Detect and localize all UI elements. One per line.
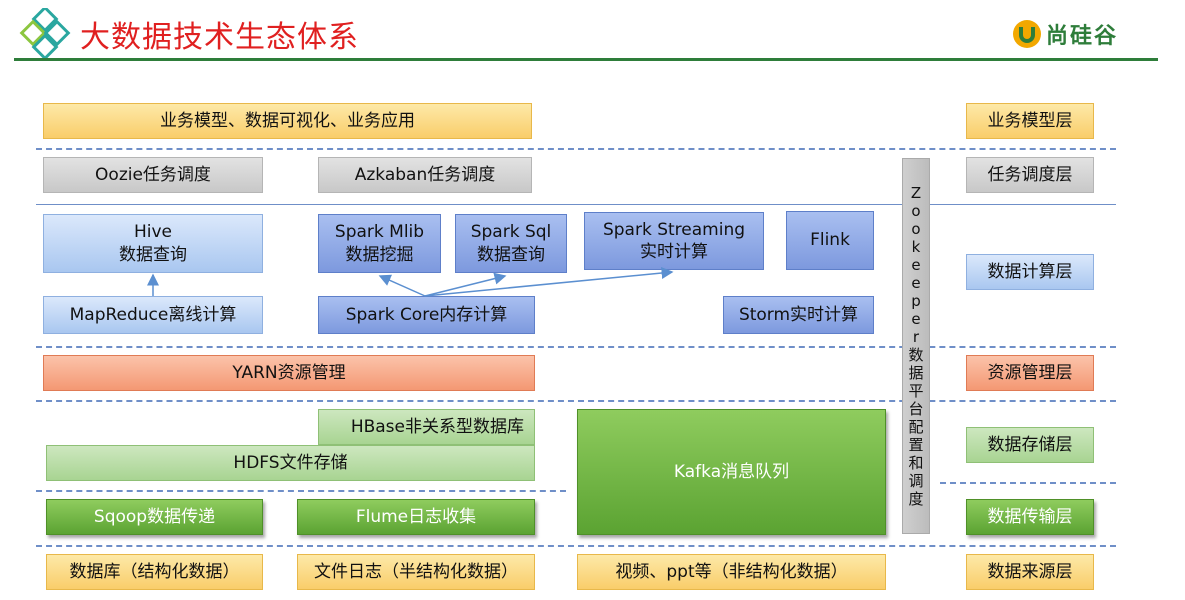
- layer-source: 数据来源层: [966, 554, 1094, 590]
- spark-mlib-name: Spark Mlib: [334, 222, 425, 243]
- kafka-box: Kafka消息队列: [577, 409, 886, 535]
- flume-box: Flume日志收集: [297, 499, 535, 535]
- hive-box: Hive 数据查询: [43, 214, 263, 273]
- spark-mlib-box: Spark Mlib 数据挖掘: [318, 214, 441, 273]
- hive-desc: 数据查询: [119, 244, 187, 265]
- azkaban-box: Azkaban任务调度: [318, 157, 532, 193]
- source-log-box: 文件日志（半结构化数据）: [297, 554, 535, 590]
- flink-box: Flink: [786, 211, 874, 270]
- zookeeper-char: 调: [908, 472, 924, 490]
- zookeeper-char: o: [911, 202, 921, 220]
- zookeeper-char: e: [911, 256, 921, 274]
- source-video-box: 视频、ppt等（非结构化数据）: [577, 554, 886, 590]
- brand-logo: 尚硅谷: [1012, 16, 1152, 52]
- layer-business: 业务模型层: [966, 103, 1094, 139]
- hive-name: Hive: [133, 222, 173, 243]
- spark-core-box: Spark Core内存计算: [318, 296, 535, 334]
- zookeeper-char: 和: [908, 454, 924, 472]
- logo-diamond-icon: [14, 5, 74, 61]
- zookeeper-char: 置: [908, 436, 924, 454]
- oozie-box: Oozie任务调度: [43, 157, 263, 193]
- arrow-core-sql: [424, 272, 507, 297]
- zookeeper-char: 度: [908, 490, 924, 508]
- divider-compute-resource: [36, 346, 1116, 348]
- arrow-core-streaming: [424, 267, 674, 297]
- spark-mlib-desc: 数据挖掘: [345, 244, 414, 265]
- zookeeper-char: 台: [908, 400, 924, 418]
- storm-box: Storm实时计算: [723, 296, 874, 334]
- zookeeper-char: 平: [908, 382, 924, 400]
- zookeeper-char: Z: [910, 184, 922, 202]
- arrow-core-mlib: [378, 274, 426, 297]
- hbase-box: HBase非关系型数据库: [318, 409, 535, 445]
- layer-transport: 数据传输层: [966, 499, 1094, 535]
- zookeeper-char: e: [911, 274, 921, 292]
- brand-name: 尚硅谷: [1046, 24, 1119, 49]
- header-divider: [14, 58, 1158, 61]
- spark-streaming-name: Spark Streaming: [602, 219, 746, 240]
- zookeeper-char: k: [911, 238, 921, 256]
- spark-sql-desc: 数据查询: [477, 244, 545, 265]
- zookeeper-char: 数: [908, 346, 924, 364]
- sqoop-box: Sqoop数据传递: [46, 499, 263, 535]
- yarn-box: YARN资源管理: [43, 355, 535, 391]
- divider-storage-transport-left: [36, 490, 566, 492]
- page-title: 大数据技术生态体系: [80, 20, 359, 55]
- divider-transport-source: [36, 545, 1116, 547]
- zookeeper-char: e: [911, 310, 921, 328]
- layer-schedule: 任务调度层: [966, 157, 1094, 193]
- zookeeper-bar: Z o o k e e p e r 数 据 平 台 配 置 和 调 度: [902, 158, 930, 534]
- zookeeper-char: 据: [908, 364, 924, 382]
- divider-resource-storage: [36, 400, 1116, 402]
- divider-business-schedule: [36, 148, 1116, 150]
- hdfs-box: HDFS文件存储: [46, 445, 535, 481]
- zookeeper-char: 配: [908, 418, 924, 436]
- layer-storage: 数据存储层: [966, 427, 1094, 463]
- spark-sql-box: Spark Sql 数据查询: [455, 214, 567, 273]
- layer-resource: 资源管理层: [966, 355, 1094, 391]
- divider-schedule-compute: [36, 204, 1116, 205]
- spark-sql-name: Spark Sql: [470, 222, 552, 243]
- business-application-box: 业务模型、数据可视化、业务应用: [43, 103, 532, 139]
- mapreduce-box: MapReduce离线计算: [43, 296, 263, 334]
- zookeeper-char: p: [911, 292, 921, 310]
- brand-u-icon: [1013, 20, 1041, 48]
- spark-streaming-box: Spark Streaming 实时计算: [584, 212, 764, 270]
- layer-compute: 数据计算层: [966, 254, 1094, 290]
- source-database-box: 数据库（结构化数据）: [46, 554, 263, 590]
- zookeeper-char: r: [912, 328, 920, 346]
- divider-storage-transport-right: [940, 482, 1116, 484]
- zookeeper-char: o: [911, 220, 921, 238]
- spark-streaming-desc: 实时计算: [640, 242, 708, 262]
